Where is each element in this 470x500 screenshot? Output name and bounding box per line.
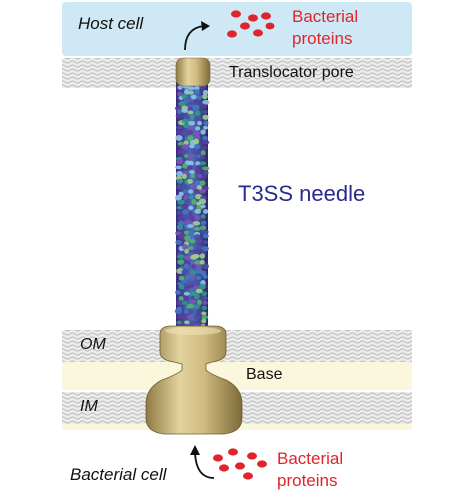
import-arrow-icon <box>194 451 215 479</box>
t3ss-needle-shaft <box>174 82 210 332</box>
host-cell-label: Host cell <box>78 14 144 33</box>
export-arrow-head-icon <box>201 21 210 31</box>
translocator-pore-shape <box>175 57 211 87</box>
bacterial-cell-label: Bacterial cell <box>70 465 167 484</box>
bacterial-proteins-top-icon <box>227 10 275 38</box>
export-arrow-icon <box>184 25 205 51</box>
om-label: OM <box>80 336 106 353</box>
base-label: Base <box>246 366 283 383</box>
outer-membrane <box>62 330 412 362</box>
bacterial-proteins-bottom-icon <box>213 448 267 480</box>
periplasm-region <box>62 362 412 390</box>
bacterial-proteins-top-label-line2: proteins <box>292 29 353 48</box>
basal-body-shape <box>145 325 243 435</box>
translocator-pore-label: Translocator pore <box>229 64 354 81</box>
import-arrow-head-icon <box>190 445 200 455</box>
bacterial-proteins-bottom-label-line2: proteins <box>277 471 338 490</box>
host-membrane <box>62 58 412 88</box>
t3ss-needle-label: T3SS needle <box>238 181 366 206</box>
bacterial-proteins-bottom-label-line1: Bacterial <box>277 449 344 468</box>
host-cell-region <box>62 2 412 56</box>
bacterial-proteins-top-label-line1: Bacterial <box>292 7 359 26</box>
im-label: IM <box>80 398 98 415</box>
